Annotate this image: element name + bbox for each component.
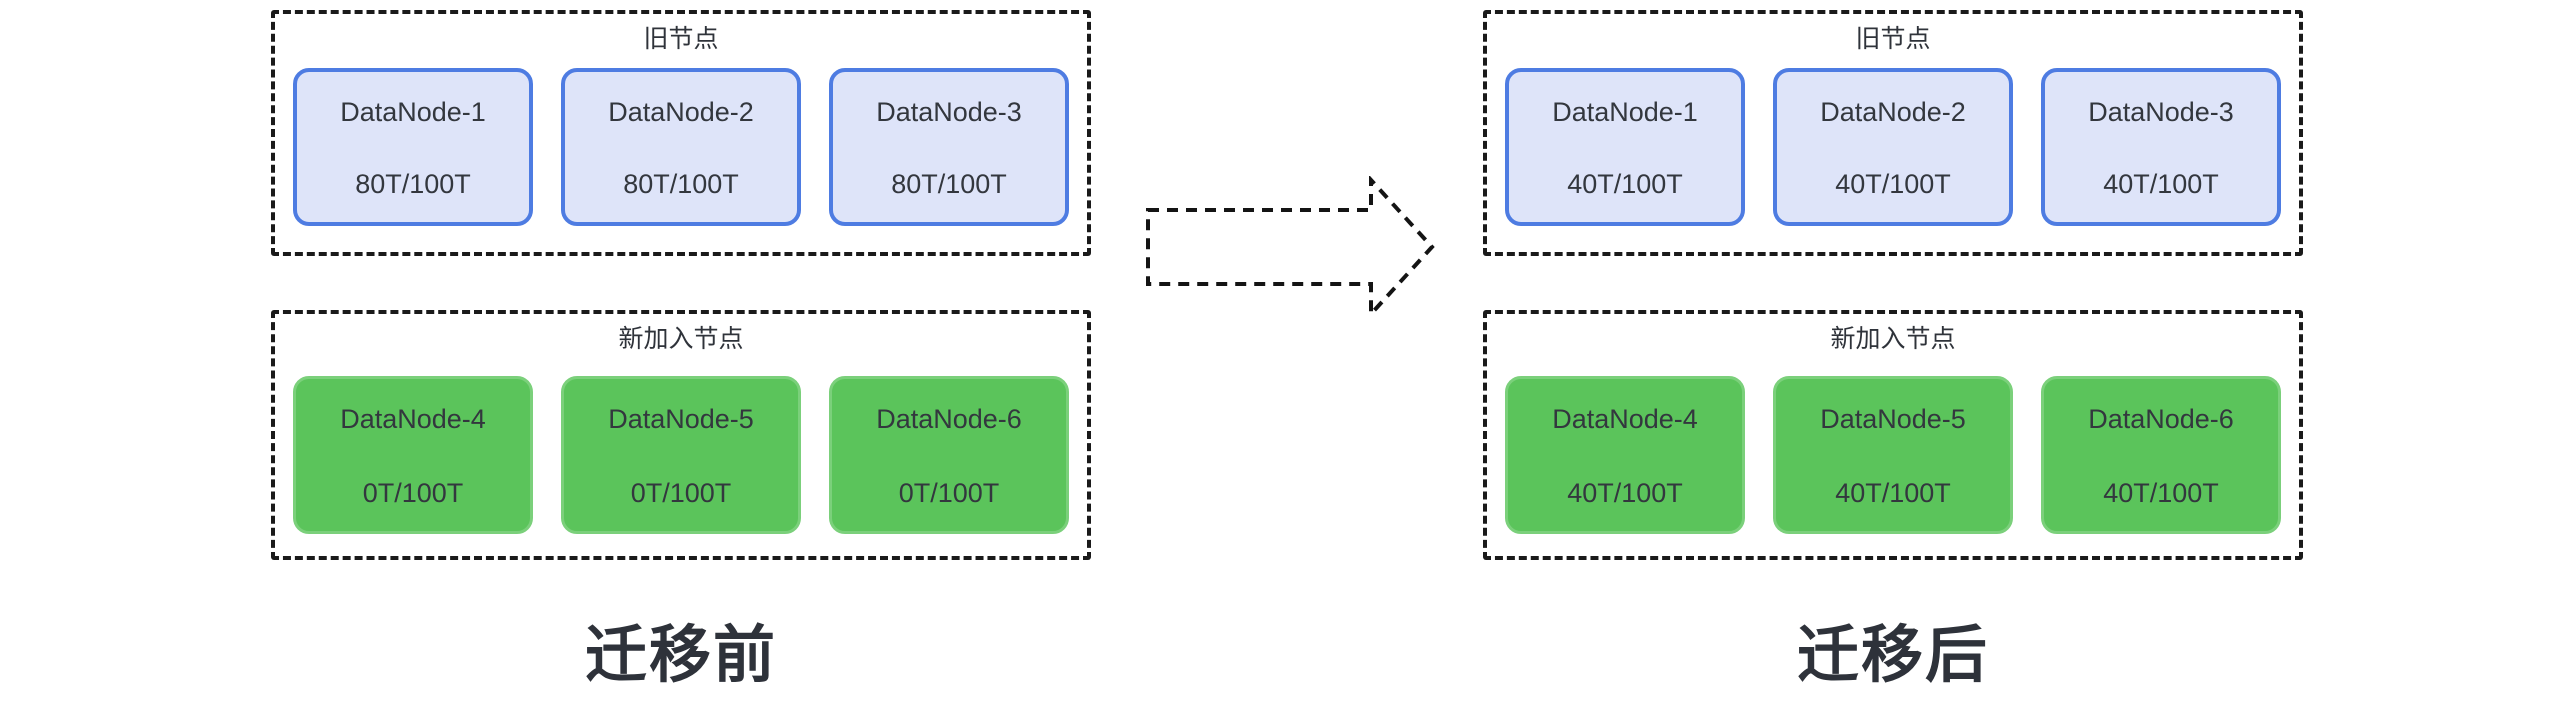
node-name: DataNode-2 xyxy=(608,97,754,127)
node-capacity: 0T/100T xyxy=(898,478,1000,508)
node-capacity: 0T/100T xyxy=(630,478,732,508)
node-capacity: 0T/100T xyxy=(362,478,464,508)
node-datanode-6-after: DataNode-6 40T/100T xyxy=(2041,376,2281,534)
group-new-nodes-after: 新加入节点 DataNode-4 40T/100T DataNode-5 40T… xyxy=(1483,310,2303,560)
panel-after-migration: 旧节点 DataNode-1 40T/100T DataNode-2 40T/1… xyxy=(1483,0,2303,720)
node-datanode-1-after: DataNode-1 40T/100T xyxy=(1505,68,1745,226)
node-datanode-2-after: DataNode-2 40T/100T xyxy=(1773,68,2013,226)
node-name: DataNode-1 xyxy=(340,97,486,127)
node-row: DataNode-4 40T/100T DataNode-5 40T/100T … xyxy=(1487,376,2299,534)
node-capacity: 40T/100T xyxy=(1567,169,1683,199)
node-capacity: 40T/100T xyxy=(2103,478,2219,508)
node-datanode-4-before: DataNode-4 0T/100T xyxy=(293,376,533,534)
node-datanode-2-before: DataNode-2 80T/100T xyxy=(561,68,801,226)
node-capacity: 80T/100T xyxy=(623,169,739,199)
node-datanode-5-after: DataNode-5 40T/100T xyxy=(1773,376,2013,534)
node-capacity: 40T/100T xyxy=(2103,169,2219,199)
node-capacity: 40T/100T xyxy=(1567,478,1683,508)
node-name: DataNode-3 xyxy=(2088,97,2234,127)
group-old-nodes-before: 旧节点 DataNode-1 80T/100T DataNode-2 80T/1… xyxy=(271,10,1091,256)
node-name: DataNode-5 xyxy=(1820,404,1966,434)
group-label-old-nodes: 旧节点 xyxy=(643,25,719,53)
node-datanode-3-before: DataNode-3 80T/100T xyxy=(829,68,1069,226)
node-datanode-1-before: DataNode-1 80T/100T xyxy=(293,68,533,226)
node-row: DataNode-4 0T/100T DataNode-5 0T/100T Da… xyxy=(275,376,1087,534)
node-datanode-6-before: DataNode-6 0T/100T xyxy=(829,376,1069,534)
node-capacity: 40T/100T xyxy=(1835,478,1951,508)
group-label-old-nodes: 旧节点 xyxy=(1855,25,1931,53)
migration-arrow-icon xyxy=(1144,176,1436,318)
title-before-migration: 迁移前 xyxy=(584,621,777,690)
node-capacity: 40T/100T xyxy=(1835,169,1951,199)
node-name: DataNode-4 xyxy=(340,404,486,434)
group-label-new-nodes: 新加入节点 xyxy=(1830,325,1956,353)
node-capacity: 80T/100T xyxy=(891,169,1007,199)
node-capacity: 80T/100T xyxy=(355,169,471,199)
node-datanode-4-after: DataNode-4 40T/100T xyxy=(1505,376,1745,534)
node-row: DataNode-1 40T/100T DataNode-2 40T/100T … xyxy=(1487,68,2299,226)
panel-before-migration: 旧节点 DataNode-1 80T/100T DataNode-2 80T/1… xyxy=(271,0,1091,720)
title-after-migration: 迁移后 xyxy=(1796,621,1989,690)
node-name: DataNode-4 xyxy=(1552,404,1698,434)
node-name: DataNode-6 xyxy=(2088,404,2234,434)
group-label-new-nodes: 新加入节点 xyxy=(618,325,744,353)
node-datanode-5-before: DataNode-5 0T/100T xyxy=(561,376,801,534)
node-datanode-3-after: DataNode-3 40T/100T xyxy=(2041,68,2281,226)
group-old-nodes-after: 旧节点 DataNode-1 40T/100T DataNode-2 40T/1… xyxy=(1483,10,2303,256)
group-new-nodes-before: 新加入节点 DataNode-4 0T/100T DataNode-5 0T/1… xyxy=(271,310,1091,560)
node-name: DataNode-5 xyxy=(608,404,754,434)
node-row: DataNode-1 80T/100T DataNode-2 80T/100T … xyxy=(275,68,1087,226)
node-name: DataNode-6 xyxy=(876,404,1022,434)
node-name: DataNode-1 xyxy=(1552,97,1698,127)
node-name: DataNode-2 xyxy=(1820,97,1966,127)
node-name: DataNode-3 xyxy=(876,97,1022,127)
